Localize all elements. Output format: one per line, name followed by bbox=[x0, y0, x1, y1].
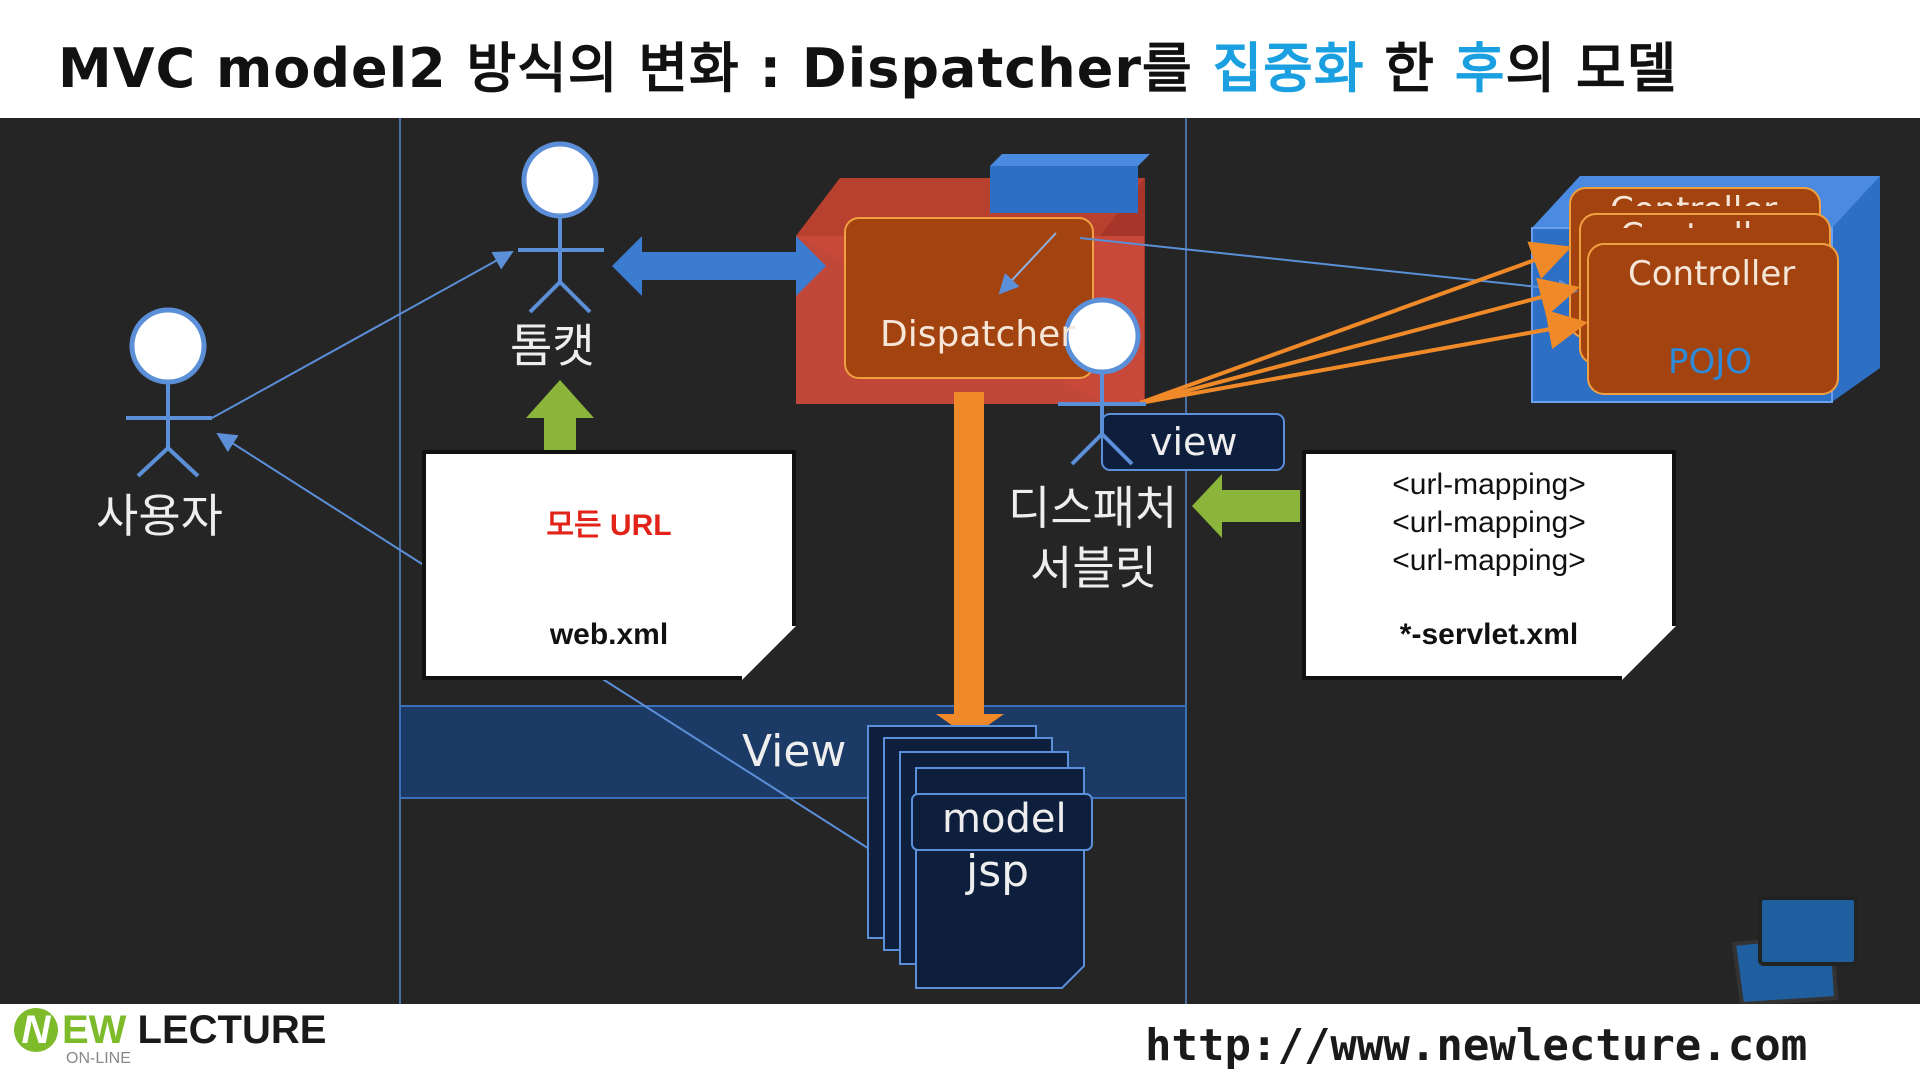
controller-box bbox=[1531, 176, 1880, 403]
dispatcher-servlet-label-2: 서블릿 bbox=[1030, 541, 1157, 595]
arrow-dispatcher-to-view bbox=[936, 392, 1004, 738]
logo-lecture: LECTURE bbox=[126, 1008, 327, 1052]
computer-icon bbox=[1731, 896, 1858, 1004]
pojo-label: POJO bbox=[1668, 342, 1753, 382]
servlet-mapping-3: <url-mapping> bbox=[1392, 544, 1586, 577]
dispatcher-servlet-figure bbox=[1058, 297, 1146, 466]
site-url[interactable]: http://www.newlecture.com bbox=[1145, 1020, 1808, 1071]
controller-label-back-2: Controller bbox=[1620, 216, 1787, 228]
view-tag bbox=[1101, 413, 1285, 471]
arrow-ds-controller-3 bbox=[1139, 309, 1588, 405]
arrow-user-to-tomcat bbox=[211, 251, 514, 419]
jsp-pages bbox=[867, 725, 1093, 989]
webxml-document: 모든 URL web.xml bbox=[422, 450, 796, 680]
controller-label-back-1: Controller bbox=[1610, 190, 1777, 206]
logo-ew: EW bbox=[62, 1008, 127, 1052]
jsp-model-label: model bbox=[942, 796, 1067, 842]
arrow-ds-controller-1 bbox=[1139, 241, 1572, 405]
tomcat-label: 톰캣 bbox=[510, 319, 595, 373]
webxml-file-text: web.xml bbox=[549, 618, 669, 651]
servlet-mapping-1: <url-mapping> bbox=[1392, 468, 1586, 501]
webxml-url-text: 모든 URL bbox=[546, 509, 672, 542]
title-part2: 한 bbox=[1364, 37, 1455, 100]
arrow-webxml-to-tomcat bbox=[526, 380, 594, 452]
page-fold bbox=[1622, 626, 1676, 680]
dispatcher-box bbox=[796, 154, 1150, 404]
arrow-ds-controller-2 bbox=[1139, 277, 1580, 405]
title-highlight-1: 집중화 bbox=[1212, 37, 1365, 100]
tomcat-figure bbox=[518, 141, 604, 314]
logo-subtitle: ON-LINE bbox=[66, 1050, 131, 1067]
footer-bar bbox=[0, 1004, 1920, 1080]
logo-n-icon: N bbox=[14, 1008, 58, 1052]
dispatcher-servlet-label-1: 디스패처 bbox=[1008, 481, 1178, 535]
arrow-dispatcher-to-controller bbox=[1079, 237, 1578, 300]
user-figure bbox=[126, 307, 212, 478]
controller-label-front: Controller bbox=[1628, 254, 1796, 294]
jsp-label: jsp bbox=[966, 846, 1030, 897]
servlet-mapping-2: <url-mapping> bbox=[1392, 506, 1586, 539]
page-fold bbox=[742, 626, 796, 680]
page-title: MVC model2 방식의 변화 : Dispatcher를 집중화 한 후의… bbox=[58, 24, 1677, 103]
diagram-svg bbox=[126, 118, 1880, 1004]
arrow-servletxml-to-ds bbox=[1192, 474, 1300, 538]
servlet-file-text: *-servlet.xml bbox=[1399, 618, 1579, 651]
view-bar-label: View bbox=[742, 726, 847, 777]
arrow-inner-dispatcher bbox=[998, 232, 1057, 295]
title-part3: 의 모델 bbox=[1505, 37, 1678, 100]
servlet-xml-document: <url-mapping> <url-mapping> <url-mapping… bbox=[1302, 450, 1676, 680]
title-highlight-2: 후 bbox=[1454, 37, 1506, 100]
user-label: 사용자 bbox=[96, 489, 223, 543]
title-part1: MVC model2 방식의 변화 : Dispatcher를 bbox=[58, 37, 1213, 100]
arrow-tomcat-dispatcher bbox=[612, 236, 826, 296]
dispatcher-label: Dispatcher bbox=[880, 314, 1076, 355]
view-tag-label: view bbox=[1150, 420, 1238, 464]
